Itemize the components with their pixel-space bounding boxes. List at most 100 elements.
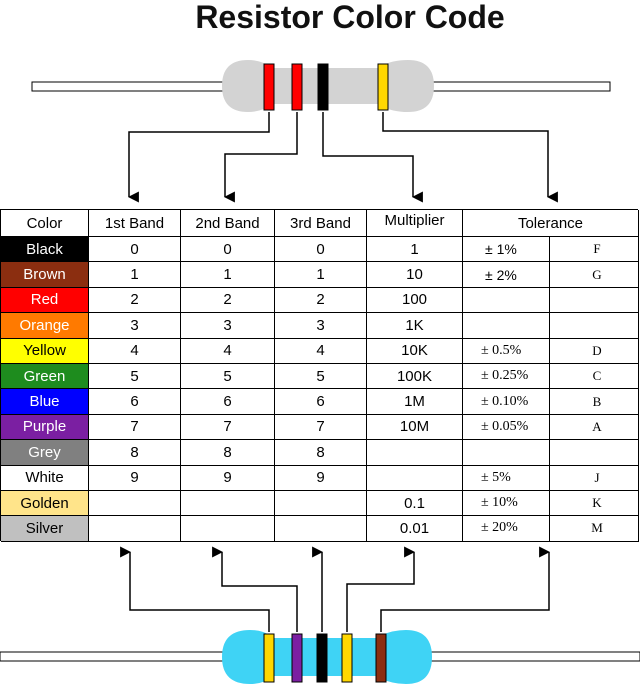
bottom-resistor-band-1 [263, 633, 275, 683]
color-code-table: Color 1st Band 2nd Band 3rd Band Multipl… [0, 209, 639, 542]
arrow-band2-to-2nd-column-bottom [212, 546, 298, 632]
band1-value: 5 [89, 363, 181, 390]
color-swatch-silver: Silver [1, 516, 89, 542]
tolerance-code: K [550, 490, 639, 517]
tolerance-code [550, 313, 639, 339]
header-3rd-band: 3rd Band [275, 210, 367, 237]
multiplier-value: 100 [367, 287, 463, 314]
band2-value [181, 490, 275, 517]
band1-value: 2 [89, 287, 181, 314]
top-resistor [31, 60, 611, 112]
band2-value: 4 [181, 338, 275, 364]
tolerance-value: ± 0.5% [463, 338, 550, 364]
multiplier-value: 10 [367, 262, 463, 288]
header-1st-band: 1st Band [89, 210, 181, 237]
header-color: Color [1, 210, 89, 237]
bottom-arrows [120, 546, 551, 632]
color-swatch-white: White [1, 465, 89, 491]
arrow-band1-to-1st-column [127, 112, 270, 203]
color-swatch-blue: Blue [1, 389, 89, 415]
tolerance-code: G [550, 262, 639, 288]
multiplier-value [367, 465, 463, 491]
bottom-resistor-band-5 [375, 633, 387, 683]
color-swatch-brown: Brown [1, 262, 89, 288]
band2-value [181, 516, 275, 542]
band1-value: 4 [89, 338, 181, 364]
band1-value [89, 516, 181, 542]
bottom-resistor [0, 630, 640, 684]
tolerance-value: ± 5% [463, 465, 550, 491]
color-swatch-golden: Golden [1, 490, 89, 517]
top-resistor-band-1 [263, 63, 275, 111]
band2-value: 8 [181, 440, 275, 466]
bottom-resistor-band-4 [341, 633, 353, 683]
bottom-resistor-lead-left [0, 651, 246, 662]
top-resistor-band-3 [317, 63, 329, 111]
top-resistor-band-2 [291, 63, 303, 111]
color-swatch-black: Black [1, 237, 89, 263]
band1-value: 9 [89, 465, 181, 491]
band1-value [89, 490, 181, 517]
tolerance-value [463, 313, 550, 339]
band2-value: 2 [181, 287, 275, 314]
band1-value: 8 [89, 440, 181, 466]
tolerance-value: ± 1% [463, 237, 550, 263]
multiplier-value: 1K [367, 313, 463, 339]
band2-value: 7 [181, 414, 275, 441]
page-title: Resistor Color Code [195, 0, 505, 35]
tolerance-value [463, 440, 550, 466]
arrow-band4-to-tolerance [382, 112, 558, 203]
multiplier-value: 10K [367, 338, 463, 364]
band3-value: 1 [275, 262, 367, 288]
band1-value: 0 [89, 237, 181, 263]
tolerance-code: B [550, 389, 639, 415]
top-arrows [127, 112, 558, 203]
band1-value: 1 [89, 262, 181, 288]
tolerance-value: ± 0.25% [463, 363, 550, 390]
band3-value [275, 516, 367, 542]
multiplier-value: 1 [367, 237, 463, 263]
color-swatch-yellow: Yellow [1, 338, 89, 364]
band3-value [275, 490, 367, 517]
top-resistor-band-4 [377, 63, 389, 111]
tolerance-value: ± 0.10% [463, 389, 550, 415]
tolerance-code: D [550, 338, 639, 364]
band3-value: 7 [275, 414, 367, 441]
multiplier-value: 0.1 [367, 490, 463, 517]
tolerance-code: M [550, 516, 639, 542]
top-resistor-lead-left [31, 81, 243, 92]
band2-value: 5 [181, 363, 275, 390]
band1-value: 7 [89, 414, 181, 441]
arrow-band1-to-1st-column-bottom [120, 546, 270, 632]
color-swatch-red: Red [1, 287, 89, 314]
bottom-resistor-lead-right [409, 651, 640, 662]
tolerance-code [550, 287, 639, 314]
multiplier-value: 1M [367, 389, 463, 415]
top-resistor-lead-right [409, 81, 611, 92]
band2-value: 0 [181, 237, 275, 263]
band2-value: 6 [181, 389, 275, 415]
arrow-band4-to-multiplier-bottom [346, 546, 416, 632]
band2-value: 1 [181, 262, 275, 288]
multiplier-value: 0.01 [367, 516, 463, 542]
header-tolerance: Tolerance [463, 210, 639, 237]
bottom-resistor-band-2 [291, 633, 303, 683]
band3-value: 0 [275, 237, 367, 263]
color-swatch-orange: Orange [1, 313, 89, 339]
tolerance-value: ± 20% [463, 516, 550, 542]
band3-value: 5 [275, 363, 367, 390]
header-2nd-band: 2nd Band [181, 210, 275, 237]
tolerance-code [550, 440, 639, 466]
band3-value: 4 [275, 338, 367, 364]
tolerance-value: ± 10% [463, 490, 550, 517]
arrow-band5-to-tolerance-bottom [380, 546, 551, 632]
tolerance-value: ± 2% [463, 262, 550, 288]
tolerance-code: A [550, 414, 639, 441]
arrow-band2-to-2nd-column [223, 112, 298, 203]
multiplier-value [367, 440, 463, 466]
multiplier-value: 100K [367, 363, 463, 390]
band3-value: 6 [275, 389, 367, 415]
tolerance-value [463, 287, 550, 314]
tolerance-value: ± 0.05% [463, 414, 550, 441]
band1-value: 3 [89, 313, 181, 339]
